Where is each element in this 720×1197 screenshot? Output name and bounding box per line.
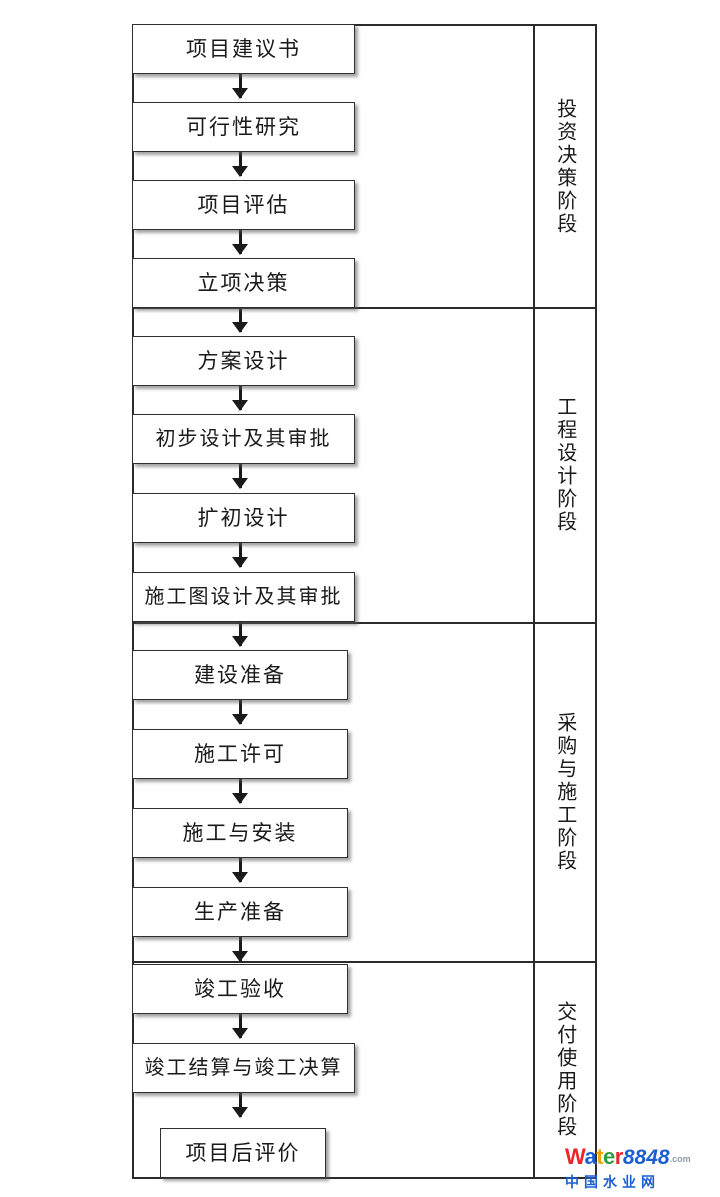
arrowhead-7	[232, 557, 248, 568]
watermark-letter-t: t	[596, 1144, 604, 1169]
process-node-label: 施工与安装	[182, 820, 298, 845]
watermark-water8848: Water8848.com 中国水业网	[565, 1146, 717, 1196]
frame-bottom-border	[132, 1177, 597, 1179]
stage-label-delivery-usage: 交付使用阶段	[553, 1000, 576, 1139]
arrowhead-12	[232, 951, 248, 962]
arrowhead-9	[232, 714, 248, 725]
connector-2	[239, 152, 242, 176]
arrowhead-10	[232, 793, 248, 804]
connector-10	[239, 779, 242, 803]
watermark-subtitle: 中国水业网	[565, 1174, 660, 1190]
arrowhead-6	[232, 478, 248, 489]
process-node: 初步设计及其审批	[132, 414, 355, 464]
process-node: 生产准备	[132, 887, 348, 937]
process-node: 施工许可	[132, 729, 348, 779]
connector-1	[239, 74, 242, 98]
process-node: 施工图设计及其审批	[132, 572, 355, 622]
process-node: 项目建议书	[132, 24, 355, 74]
connector-8	[239, 622, 242, 646]
process-node: 立项决策	[132, 258, 355, 308]
stage-column-divider	[533, 24, 535, 1179]
process-node: 扩初设计	[132, 493, 355, 543]
connector-9	[239, 700, 242, 724]
connector-7	[239, 543, 242, 567]
arrowhead-3	[232, 244, 248, 255]
process-node: 项目后评价	[160, 1128, 326, 1178]
process-node: 建设准备	[132, 650, 348, 700]
arrowhead-5	[232, 400, 248, 411]
stage-label-investment-decision: 投资决策阶段	[553, 97, 576, 236]
arrowhead-4	[232, 322, 248, 333]
process-node-label: 立项决策	[197, 270, 290, 295]
stage-divider-2	[132, 622, 597, 624]
process-node-label: 竣工结算与竣工决算	[144, 1057, 343, 1079]
stage-divider-1	[132, 307, 597, 309]
process-node: 施工与安装	[132, 808, 348, 858]
connector-6	[239, 464, 242, 488]
stage-label-procurement-construction: 采购与施工阶段	[553, 711, 576, 873]
watermark-letter-a: a	[584, 1144, 597, 1169]
process-node-label: 可行性研究	[186, 114, 301, 139]
frame-top-border	[132, 24, 597, 26]
process-node-label: 施工图设计及其审批	[144, 586, 343, 608]
stage-label-engineering-design: 工程设计阶段	[553, 396, 576, 534]
connector-4	[239, 308, 242, 332]
watermark-letter-r: r	[614, 1144, 624, 1169]
stage-divider-3	[132, 961, 597, 963]
process-node-label: 项目后评价	[185, 1140, 301, 1165]
connector-11	[239, 858, 242, 882]
connector-14	[239, 1093, 242, 1117]
frame-right-border	[595, 24, 597, 1179]
arrowhead-1	[232, 88, 248, 99]
arrowhead-8	[232, 636, 248, 647]
process-node-label: 施工许可	[194, 741, 286, 766]
process-node: 可行性研究	[132, 102, 355, 152]
arrowhead-11	[232, 872, 248, 883]
watermark-letter-w: W	[565, 1144, 585, 1169]
process-node-label: 竣工验收	[194, 976, 286, 1001]
process-node: 竣工结算与竣工决算	[132, 1043, 355, 1093]
watermark-letter-e: e	[603, 1144, 615, 1169]
arrowhead-14	[232, 1107, 248, 1118]
arrowhead-2	[232, 166, 248, 177]
process-node-label: 项目评估	[197, 192, 290, 217]
watermark-domain: .com	[669, 1154, 691, 1164]
process-node-label: 扩初设计	[197, 505, 290, 530]
process-node: 竣工验收	[132, 964, 348, 1014]
arrowhead-13	[232, 1028, 248, 1039]
connector-3	[239, 230, 242, 254]
watermark-wordmark: Water8848.com	[565, 1146, 717, 1170]
connector-13	[239, 1014, 242, 1038]
process-node-label: 生产准备	[194, 899, 286, 924]
process-node-label: 项目建议书	[186, 36, 301, 61]
connector-12	[239, 937, 242, 961]
connector-5	[239, 386, 242, 410]
process-node-label: 建设准备	[194, 662, 286, 687]
process-node: 方案设计	[132, 336, 355, 386]
process-node: 项目评估	[132, 180, 355, 230]
process-node-label: 初步设计及其审批	[155, 428, 332, 450]
process-node-label: 方案设计	[197, 348, 290, 373]
watermark-number: 8848	[622, 1146, 670, 1169]
